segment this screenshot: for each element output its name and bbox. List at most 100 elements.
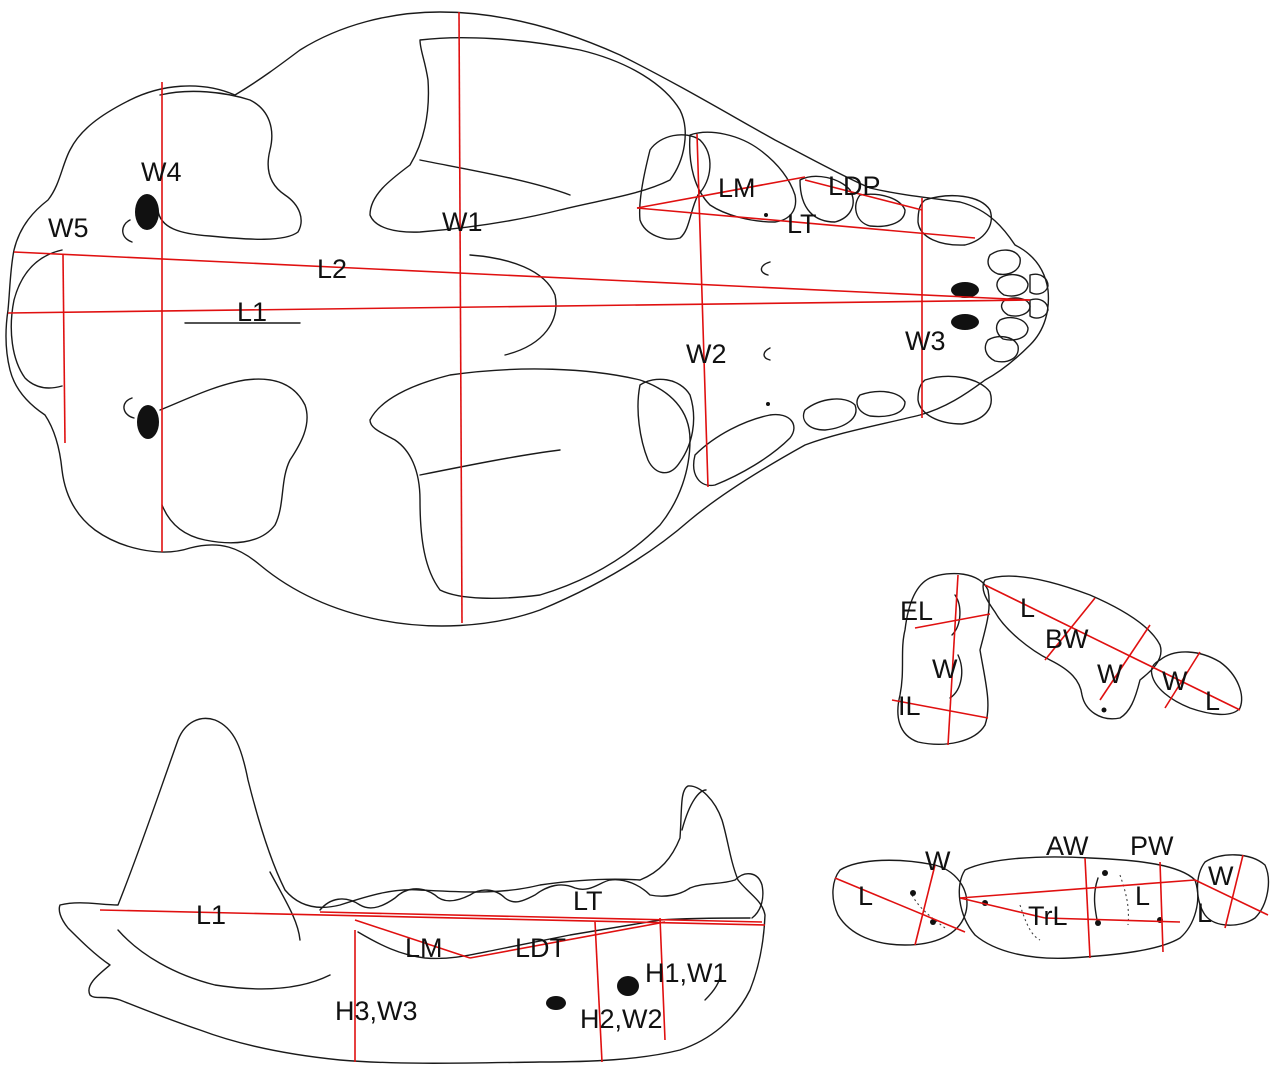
label-W5: W5 — [48, 213, 89, 243]
m2-dot-2 — [930, 919, 936, 925]
upper-molar-bottom — [637, 378, 695, 474]
measurement-line — [1044, 597, 1096, 661]
mental-foramen-2 — [546, 996, 566, 1010]
mandible-outline — [58, 717, 766, 1064]
incisors — [984, 249, 1049, 363]
line-LT — [804, 179, 923, 211]
label-mandible-LT: LT — [573, 886, 603, 916]
line-LDP — [636, 207, 976, 239]
label-L2: L2 — [317, 254, 347, 284]
incisive-foramen-upper — [951, 282, 979, 298]
measurement-line — [914, 613, 991, 629]
nasal-mark-2 — [763, 347, 771, 361]
foramen-lower-left — [137, 405, 159, 439]
lower-m2-detail — [832, 859, 968, 946]
measurement-line — [659, 917, 666, 1041]
occipital-outline — [10, 249, 63, 389]
measurement-line — [469, 921, 666, 959]
measurement-line — [1164, 651, 1201, 709]
ear-mark — [122, 219, 133, 243]
measurement-line — [947, 574, 959, 746]
nasal-mark — [760, 261, 771, 276]
label-L-p3: L — [1205, 686, 1220, 716]
skull-measurement-lines — [7, 11, 1031, 624]
label-L-m2: L — [858, 881, 873, 911]
measurement-line — [1084, 857, 1091, 959]
label-L-p4: L — [1020, 593, 1035, 623]
label-AW: AW — [1046, 831, 1089, 861]
skull-outline — [5, 11, 1050, 627]
foramen-upper-left — [135, 194, 159, 230]
skull-ventral-view: W4 W5 W1 L2 L1 LM LDP LT W2 W3 — [5, 11, 1050, 627]
label-IL: IL — [898, 691, 921, 721]
line-LM — [636, 176, 806, 209]
label-mandible-LDT: LDT — [515, 933, 566, 963]
measurement-line — [99, 909, 766, 926]
incisor-outline — [1029, 273, 1049, 295]
basicranium-line-2 — [419, 449, 561, 476]
upper-carnassial-top — [688, 131, 797, 223]
basicranium-line — [419, 159, 571, 196]
measurement-line — [834, 877, 966, 933]
measurement-line — [1099, 624, 1151, 701]
label-W2: W2 — [686, 339, 727, 369]
measurement-line — [1159, 861, 1164, 953]
m1-ridge — [1093, 877, 1099, 926]
line-W1 — [458, 11, 463, 624]
lower-m1-detail — [958, 856, 1199, 959]
upper-premolar-bottom-2 — [856, 390, 906, 418]
upper-teeth-measurement-lines — [891, 574, 1241, 746]
line-L2 — [13, 251, 1031, 301]
measurement-line — [1044, 917, 1181, 923]
incisor-outline — [995, 316, 1029, 341]
upper-teeth-detail: EL W IL L BW W W L — [891, 572, 1243, 746]
upper-molar-top — [638, 134, 711, 240]
label-PW: PW — [1130, 831, 1174, 861]
mandible-lateral-view: L1 LT LM LDT H1,W1 H2,W2 H3,W3 — [58, 717, 766, 1064]
label-mandible-H3W3: H3,W3 — [335, 996, 418, 1026]
label-mandible-H1W1: H1,W1 — [645, 958, 728, 988]
upper-premolar-top-2 — [854, 193, 906, 228]
measurement-line — [959, 897, 1046, 919]
label-W3: W3 — [905, 326, 946, 356]
molar-inner-curve-2 — [949, 654, 963, 699]
incisor-outline — [1029, 298, 1049, 319]
label-L1: L1 — [237, 297, 267, 327]
lower-teeth-detail: W L AW PW TrL L W L — [832, 831, 1270, 959]
palate-ridge — [469, 254, 557, 356]
label-BW: BW — [1045, 624, 1089, 654]
label-L-p4-lower: L — [1197, 898, 1212, 928]
mental-mark — [704, 974, 721, 1001]
coronoid-line — [269, 871, 301, 941]
label-mandible-L1: L1 — [196, 900, 226, 930]
m1-cusp-2 — [1119, 874, 1129, 926]
lower-tooth-row — [319, 873, 764, 919]
incisor-outline — [996, 273, 1029, 297]
incisive-foramen-lower — [951, 314, 979, 330]
m1-dot-3 — [1095, 920, 1101, 926]
label-LDP: LDP — [828, 171, 881, 201]
ear-mark-2 — [123, 397, 135, 419]
incisor-outline — [987, 249, 1021, 276]
label-W1: W1 — [442, 207, 483, 237]
upper-premolar-bottom-1 — [802, 398, 857, 431]
dot-lower — [766, 402, 770, 406]
label-W-p3: W — [1162, 666, 1188, 696]
measurement-line — [1194, 879, 1269, 916]
label-L-m1: L — [1135, 881, 1150, 911]
label-W-m2: W — [925, 846, 951, 876]
line-W5 — [62, 254, 66, 444]
upper-p4-detail — [982, 575, 1162, 720]
braincase-chamber-upper — [369, 36, 686, 233]
measurement-line — [319, 911, 763, 923]
label-W-p4-lower: W — [1208, 861, 1234, 891]
upper-p3-detail — [1150, 651, 1243, 716]
m2-dot-1 — [910, 890, 916, 896]
lower-p4-detail — [1196, 854, 1270, 926]
label-W4: W4 — [141, 157, 182, 187]
label-W-molar: W — [932, 654, 958, 684]
label-W-p4: W — [1097, 659, 1123, 689]
upper-canine-bottom — [917, 375, 992, 425]
mental-foramen-1 — [617, 976, 639, 996]
